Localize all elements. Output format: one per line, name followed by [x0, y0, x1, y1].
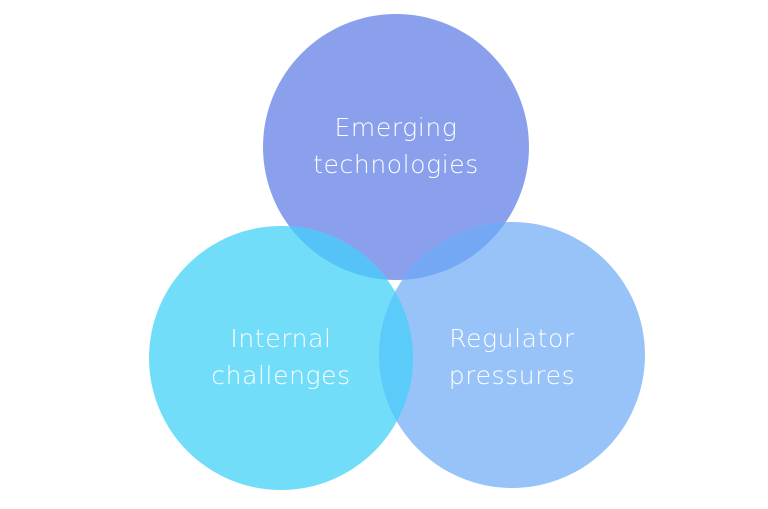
circle-internal-challenges [149, 226, 413, 490]
label-line-1: Internal [230, 324, 332, 353]
label-line-2: pressures [448, 361, 576, 390]
label-line-2: technologies [313, 150, 479, 179]
label-regulator-pressures: Regulator pressures [392, 320, 632, 394]
label-line-1: Emerging [334, 113, 458, 142]
label-emerging-technologies: Emerging technologies [276, 109, 516, 183]
label-line-1: Regulator [449, 324, 575, 353]
circle-emerging-technologies [263, 14, 529, 280]
circle-regulator-pressures [379, 222, 645, 488]
label-line-2: challenges [211, 361, 351, 390]
label-internal-challenges: Internal challenges [161, 320, 401, 394]
